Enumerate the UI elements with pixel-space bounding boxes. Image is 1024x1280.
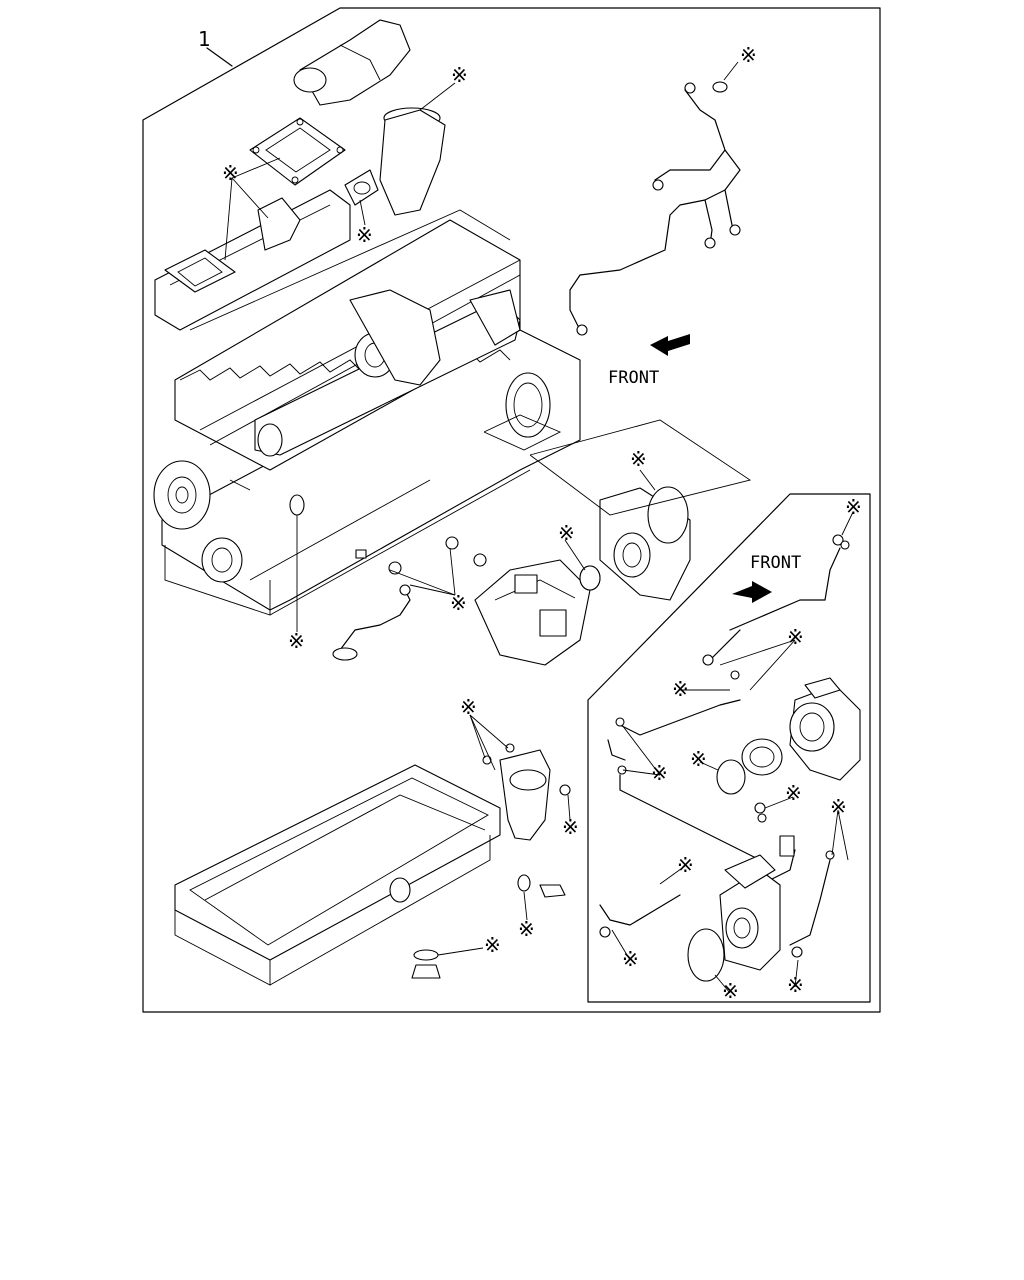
marker-symbol: ※ (450, 591, 467, 615)
marker-symbol: ※ (460, 695, 477, 719)
inset-box (587, 493, 871, 1003)
exhaust-manifold (254, 289, 521, 457)
marker-symbol: ※ (785, 781, 802, 805)
marker-symbol: ※ (830, 795, 847, 819)
marker-symbol: ※ (845, 495, 862, 519)
marker-symbol: ※ (622, 947, 639, 971)
marker-leaders (224, 61, 854, 994)
oil-filter (482, 743, 571, 841)
marker-symbol: ※ (518, 917, 535, 941)
front-label-inset: FRONT (750, 553, 801, 573)
marker-symbol: ※ (722, 979, 739, 1003)
marker-symbols: ※ ※ ※ ※ ※ ※ ※ ※ ※ ※ ※ ※ ※ ※ ※ ※ ※ ※ ※ ※ … (222, 43, 862, 1003)
marker-symbol: ※ (787, 973, 804, 997)
marker-symbol: ※ (558, 521, 575, 545)
egr-valve-assembly (293, 19, 446, 216)
inset-pipes (599, 534, 850, 958)
front-arrow-inset: FRONT (732, 553, 801, 603)
pump-flange (529, 419, 752, 601)
kit-boundary: 1 (142, 7, 881, 1013)
marker-symbol: ※ (356, 223, 373, 247)
item-number-label: 1 (198, 27, 211, 51)
marker-symbol: ※ (630, 447, 647, 471)
marker-symbol: ※ (672, 677, 689, 701)
marker-symbol: ※ (787, 625, 804, 649)
marker-symbol: ※ (740, 43, 757, 67)
marker-symbol: ※ (677, 853, 694, 877)
front-label-main: FRONT (608, 368, 659, 388)
marker-symbol: ※ (651, 761, 668, 785)
seal-rings (289, 494, 601, 591)
oil-pan (174, 764, 566, 986)
marker-symbol: ※ (451, 63, 468, 87)
injection-pump (473, 553, 601, 666)
marker-symbol: ※ (222, 161, 239, 185)
oil-pipe (229, 479, 459, 661)
injector-pipes (569, 81, 741, 336)
marker-symbol: ※ (288, 629, 305, 653)
gasket-plate (249, 117, 346, 186)
inset-pump (687, 835, 795, 982)
marker-symbol: ※ (484, 933, 501, 957)
inset-turbocharger (716, 677, 861, 795)
front-arrow-main: FRONT (608, 334, 690, 388)
marker-symbol: ※ (690, 747, 707, 771)
intake-manifold (154, 189, 351, 331)
marker-symbol: ※ (562, 815, 579, 839)
